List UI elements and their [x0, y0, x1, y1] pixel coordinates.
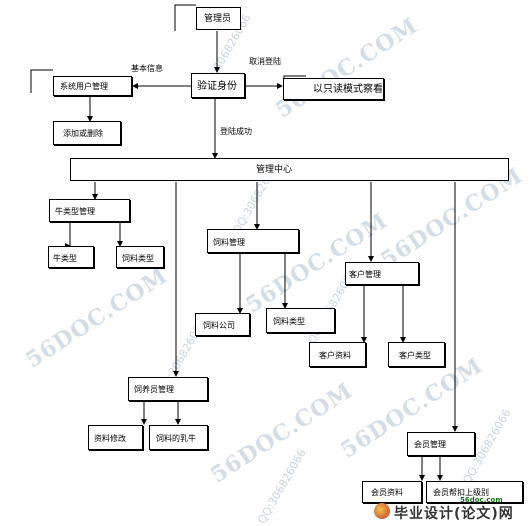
node-cattle-type: 牛类型: [48, 246, 94, 268]
node-add-delete: 添加或删除: [53, 121, 121, 145]
node-admin: 管理员: [196, 7, 241, 30]
logo-emblem-icon: [374, 503, 390, 519]
node-feed-company: 饲料公司: [195, 313, 250, 336]
edge-label-cancel-login: 取消登陆: [249, 57, 281, 66]
node-customer-info: 客户资料: [309, 342, 366, 367]
corner-mark: [30, 69, 53, 93]
node-member-level: 会员帮扣上级别: [426, 481, 523, 503]
node-system-user-mgmt: 系统用户管理: [53, 76, 132, 96]
site-logo: 56doc.com 毕业设计(论文)网: [372, 496, 532, 525]
node-center: 管理中心: [70, 158, 509, 181]
node-feed-type-b: 饲料类型: [266, 308, 335, 333]
node-customer-mgmt: 客户管理: [345, 262, 419, 285]
node-customer-type: 客户类型: [388, 342, 445, 367]
logo-brand: 毕业设计(论文)网: [394, 506, 514, 522]
node-info-modify: 资料修改: [88, 425, 143, 450]
edge-label-login-success: 登陆成功: [220, 127, 252, 136]
node-member-mgmt: 会员管理: [407, 432, 475, 456]
node-readonly: 以只读模式察看: [283, 78, 384, 100]
node-verify: 验证身份: [191, 73, 245, 98]
node-feed-mgmt: 饲料管理: [207, 229, 299, 253]
node-feed-milk: 饲料的乳牛: [149, 425, 208, 450]
node-cattle-type-mgmt: 牛类型管理: [49, 199, 130, 222]
node-member-info: 会员资料: [362, 481, 422, 503]
corner-mark: [174, 4, 196, 31]
logo-site: 56doc.com: [460, 496, 503, 504]
node-breeder-mgmt: 饲养员管理: [128, 377, 208, 401]
node-feed-type-a: 饲料类型: [116, 246, 164, 268]
edge-label-basic-info: 基本信息: [131, 64, 163, 73]
